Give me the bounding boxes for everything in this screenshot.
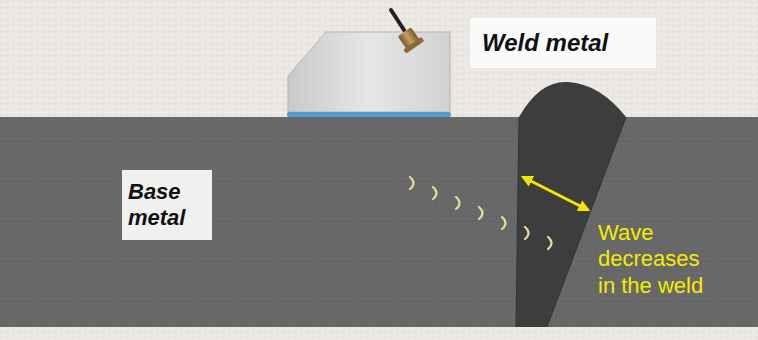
wave-arc [410, 177, 414, 189]
sound-wave [410, 177, 552, 249]
wave-arc [502, 217, 506, 229]
wave-arc [479, 207, 483, 219]
attenuation-arrow [523, 177, 588, 210]
transducer-wedge [288, 32, 450, 112]
base-metal-plate [0, 117, 758, 327]
node-title: Weld metal [482, 29, 644, 58]
base-metal-label-box: Base metal [122, 170, 212, 240]
couplant-layer [287, 112, 451, 117]
wave-arc [548, 237, 552, 249]
node-title: Base metal [128, 179, 206, 232]
weld-metal-label-box: Weld metal [470, 18, 656, 68]
wave-arc [525, 227, 529, 239]
transducer-connector [395, 25, 424, 53]
annotation-text: Wave decreases in the weld [598, 220, 716, 299]
wave-arc [433, 187, 437, 199]
transducer-cable [391, 10, 404, 30]
wave-arc [456, 197, 460, 209]
